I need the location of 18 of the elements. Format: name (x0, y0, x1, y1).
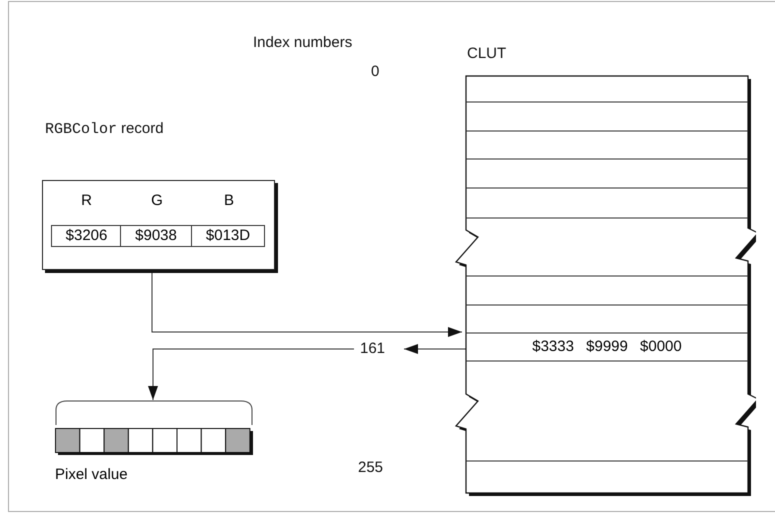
index-number: 0 (371, 63, 380, 81)
arrow (152, 270, 462, 337)
axis-heading: Index numbers (253, 34, 352, 52)
table-title: CLUT (467, 45, 506, 63)
channel-label: R (80, 192, 93, 210)
value-cell: $3206 (51, 225, 122, 247)
index-value: 161 (360, 340, 386, 358)
value-cell: $013D (191, 225, 265, 247)
channel-label: G (150, 192, 164, 210)
arrow (148, 348, 354, 400)
channel-label: B (222, 192, 235, 210)
value-cell: $9038 (120, 225, 192, 247)
record-type-name: RGBColor (45, 121, 118, 138)
bar-caption: Pixel value (55, 466, 128, 484)
table-row-values: $3333 $9999 $0000 (531, 337, 683, 357)
arrow (404, 344, 466, 354)
index-number: 255 (358, 459, 384, 477)
record-heading: record (121, 120, 164, 137)
